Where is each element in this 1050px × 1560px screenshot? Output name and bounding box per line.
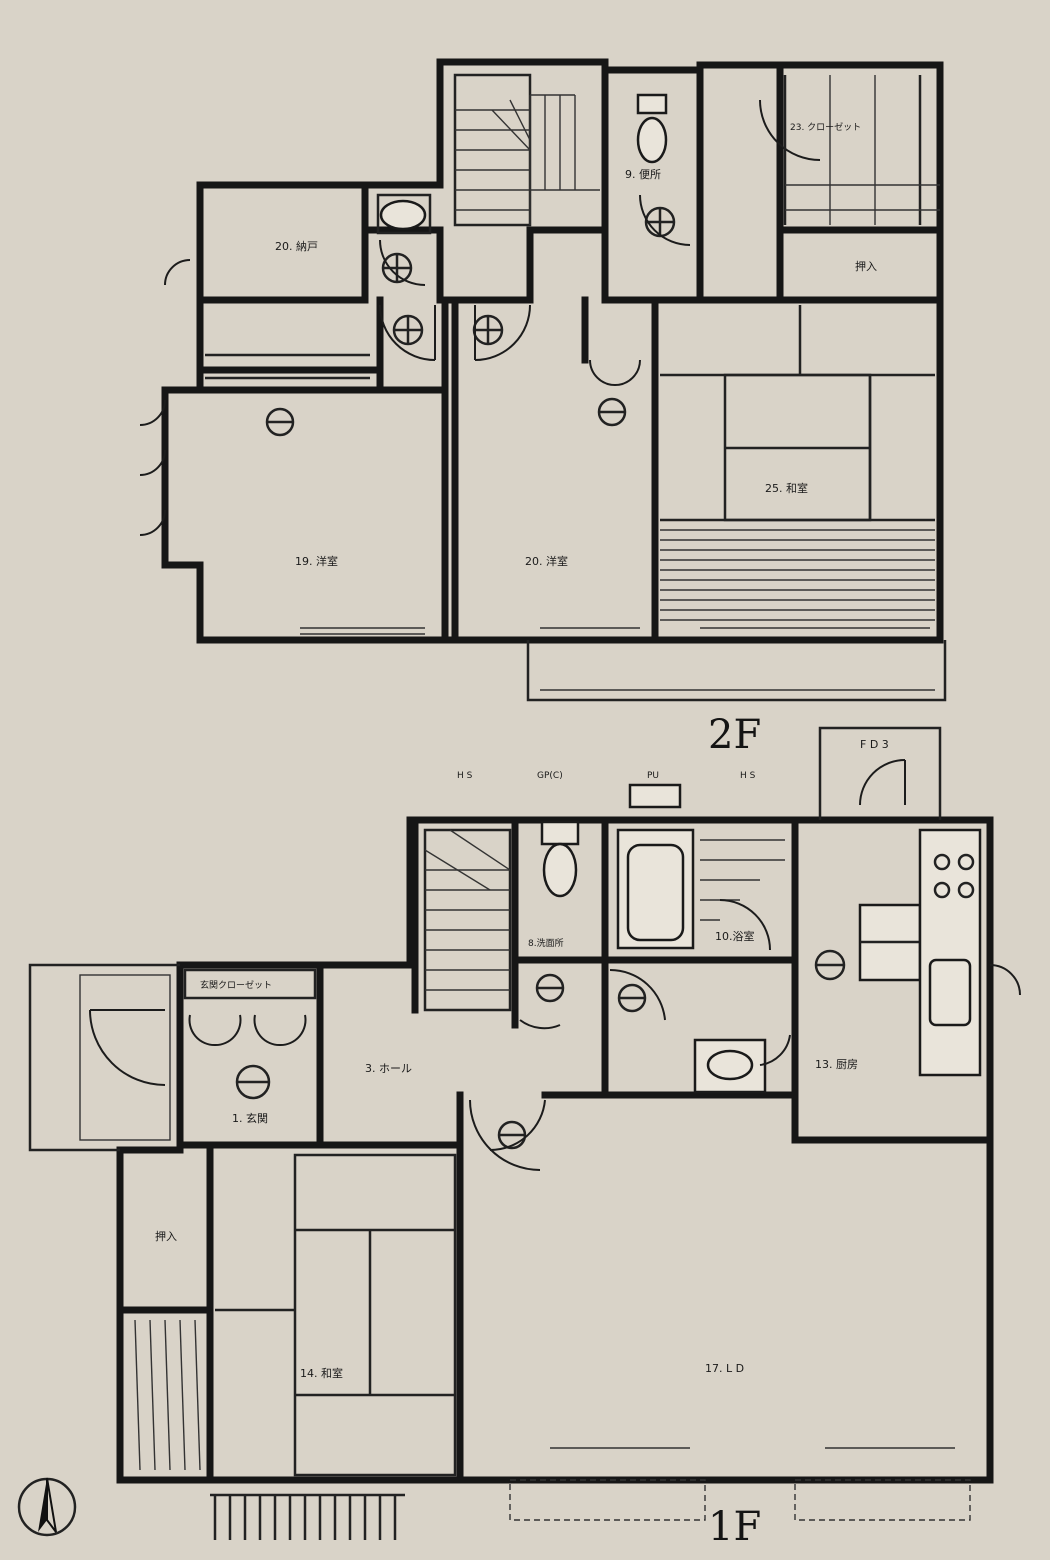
- label-hs-2: H S: [740, 771, 756, 781]
- room-ld: 17. L D: [705, 1362, 744, 1375]
- room-genkan: 1. 玄関: [232, 1111, 268, 1125]
- room-washitsu-1f: 14. 和室: [300, 1366, 343, 1380]
- label-hs-1: H S: [457, 771, 473, 781]
- room-fd: F D 3: [860, 738, 889, 751]
- room-toilet-2f: 9. 便所: [625, 168, 661, 181]
- lower-floor-plan: 玄関クローゼット 1. 玄関 3. ホール 8.洗面所 10.浴室 13. 厨房…: [17, 726, 1021, 1550]
- room-closet-2f: 23. クローゼット: [790, 121, 861, 133]
- room-washitsu-2f: 25. 和室: [765, 481, 808, 495]
- room-bath: 10.浴室: [715, 929, 755, 943]
- room-oshiire-2f: 押入: [855, 259, 877, 273]
- room-genkan-closet: 玄関クローゼット: [200, 979, 272, 991]
- label-pu: PU: [647, 771, 659, 781]
- floor-label-1f: 1F: [708, 1504, 761, 1550]
- room-western1-2f: 19. 洋室: [295, 554, 338, 568]
- room-washroom: 8.洗面所: [528, 937, 564, 949]
- floor-label-2f: 2F: [708, 712, 761, 758]
- label-gp: GP(C): [537, 771, 563, 781]
- room-storage-2f: 20. 納戸: [275, 240, 318, 253]
- room-oshiire-1f: 押入: [155, 1229, 177, 1243]
- room-hall: 3. ホール: [365, 1062, 412, 1075]
- north-arrow-icon: [17, 1477, 77, 1537]
- upper-floor-plan: 20. 納戸 9. 便所 23. クローゼット 押入 19. 洋室 20. 洋室…: [139, 58, 947, 758]
- room-western2-2f: 20. 洋室: [525, 554, 568, 568]
- room-kitchen: 13. 厨房: [815, 1058, 858, 1071]
